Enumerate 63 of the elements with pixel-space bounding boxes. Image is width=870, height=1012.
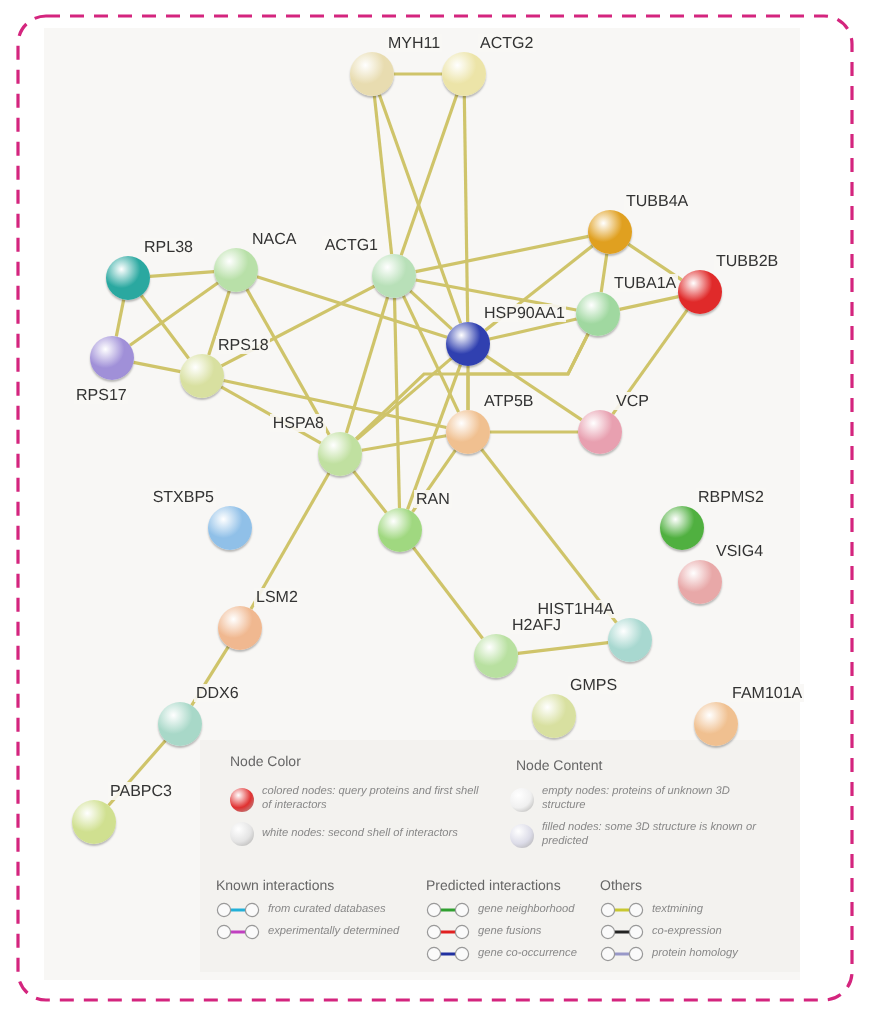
interaction-line [223,378,447,430]
interaction-line [190,645,230,707]
protein-label: PABPC3 [108,782,174,800]
interaction-line [599,253,609,293]
protein-label: MYH11 [386,34,443,52]
interaction-line [399,94,459,256]
interaction-line [402,295,460,413]
protein-label: DDX6 [194,684,241,702]
protein-label: TUBB2B [714,252,781,270]
interaction-line [361,434,447,452]
interaction-line [406,364,462,510]
protein-label: STXBP5 [150,488,216,506]
interaction-line [377,94,463,324]
interaction-line [411,449,457,513]
interaction-line [372,95,394,255]
interaction-line [619,295,679,311]
protein-label: ACTG1 [322,236,380,254]
interaction-line [256,275,448,339]
interaction-line [412,546,484,640]
protein-label: RPS18 [216,336,271,354]
interaction-line [114,299,126,337]
protein-label: RAN [414,490,452,508]
interaction-line [149,270,215,278]
interaction-line [249,472,331,610]
interaction-line [392,297,402,509]
interaction-line [415,278,577,312]
interaction-line [344,296,390,434]
protein-label: H2AFJ [510,616,563,634]
protein-label: TUBB4A [624,192,691,210]
protein-label: LSM2 [254,588,300,606]
protein-label: RPS17 [74,386,129,404]
protein-label: RBPMS2 [696,488,766,506]
protein-label: GMPS [568,676,620,694]
interaction-line [129,281,219,347]
protein-label: VSIG4 [714,542,766,560]
interaction-line [352,470,388,514]
interaction-line [462,95,470,323]
interaction-line [355,357,453,441]
interaction-line [485,354,583,422]
protein-label: VCP [614,392,651,410]
interaction-line [415,234,589,274]
interaction-line [140,294,190,360]
interaction-line [480,448,618,624]
interaction-line [517,641,609,655]
protein-label: NACA [250,230,299,248]
interaction-line [394,72,442,76]
interaction-line [489,317,577,341]
interaction-line [133,360,181,374]
interaction-line [409,289,453,331]
protein-label: HIST1H4A [535,600,616,618]
interaction-line [245,288,331,436]
interaction-line [466,366,470,410]
protein-label: TUBA1A [612,274,679,292]
interaction-line [490,430,578,434]
protein-label: HSP90AA1 [482,304,567,322]
protein-label: ACTG2 [478,34,536,52]
interaction-line [611,308,689,416]
protein-label: RPL38 [142,238,195,256]
protein-label: HSPA8 [270,414,326,432]
interaction-line [627,242,683,282]
protein-label: FAM101A [730,684,805,702]
protein-label: ATP5B [482,392,536,410]
interaction-line [207,290,231,356]
